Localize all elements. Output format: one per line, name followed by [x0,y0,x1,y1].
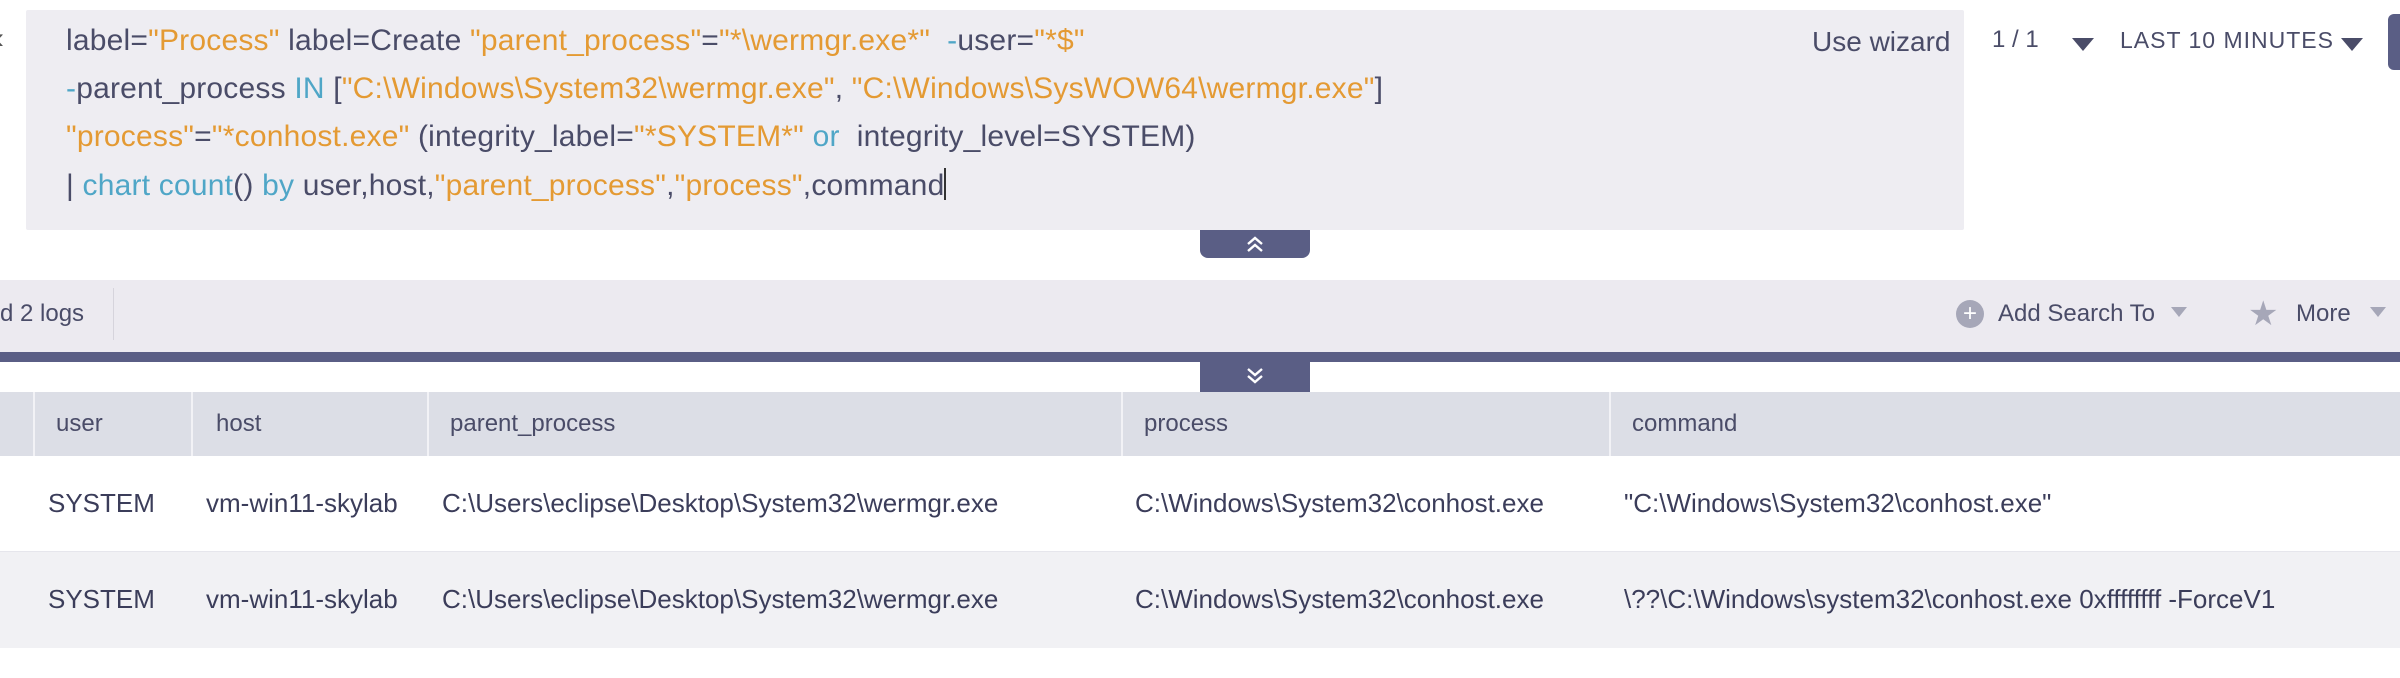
panel-splitter[interactable] [0,352,2400,362]
expand-results-button[interactable] [1200,360,1310,392]
cell-command: \??\C:\Windows\system32\conhost.exe 0xff… [1624,584,2276,614]
page-count: 1 / 1 [1992,26,2039,53]
collapse-query-button[interactable] [1200,230,1310,258]
query-token: [ [324,72,342,105]
query-token: = [701,24,720,57]
query-token: by [262,169,295,202]
column-header-command[interactable]: command [1632,410,1738,437]
toolbar-divider [113,288,114,340]
cell-process: C:\Windows\System32\conhost.exe [1135,584,1544,614]
more-dropdown-icon[interactable] [2370,307,2386,317]
query-line: | chart count() by user,host,"parent_pro… [66,168,947,203]
cell-parent-process: C:\Users\eclipse\Desktop\System32\wermgr… [442,584,999,614]
cell-user: SYSTEM [48,488,155,518]
column-separator[interactable] [191,392,193,456]
query-token: - [930,24,958,57]
query-token: "*SYSTEM*" [634,120,805,153]
table-row[interactable]: SYSTEM vm-win11-skylab C:\Users\eclipse\… [0,552,2400,648]
query-line: -parent_process IN ["C:\Windows\System32… [66,72,1383,106]
query-token: | [66,169,83,202]
chevron-left-icon[interactable]: ‹ [0,22,4,56]
query-token: chart count [82,169,234,202]
column-separator[interactable] [1609,392,1611,456]
query-token: label=Create [279,24,470,57]
cell-host: vm-win11-skylab [206,488,398,518]
page-dropdown-icon[interactable] [2072,38,2094,51]
query-token: = [194,120,212,153]
query-token: "*\wermgr.exe*" [719,24,931,57]
query-token: "parent_process" [470,24,702,57]
query-token: IN [294,72,325,105]
query-token: (integrity_label= [409,120,635,153]
query-token: "C:\Windows\System32\wermgr.exe" [341,72,835,105]
more-button[interactable]: More [2296,300,2351,327]
add-search-dropdown-icon[interactable] [2171,307,2187,317]
text-cursor [944,168,947,200]
time-range-dropdown-icon[interactable] [2341,38,2363,51]
query-token: parent_process [76,72,295,105]
chevron-double-down-icon [1247,368,1263,384]
cell-command: "C:\Windows\System32\conhost.exe" [1624,488,2052,518]
query-token: ] [1374,72,1384,105]
query-token: "process" [674,169,803,202]
cell-user: SYSTEM [48,584,155,614]
query-line: label="Process" label=Create "parent_pro… [66,24,1085,58]
cell-process: C:\Windows\System32\conhost.exe [1135,488,1544,518]
query-token: user= [957,24,1035,57]
plus-circle-icon[interactable]: + [1956,300,1984,328]
query-token: integrity_level=SYSTEM) [839,120,1196,153]
chevron-double-up-icon [1247,236,1263,252]
star-icon[interactable]: ★ [2248,295,2279,333]
cell-host: vm-win11-skylab [206,584,398,614]
query-token: "*$" [1034,24,1085,57]
query-token: , [834,72,852,105]
column-separator[interactable] [427,392,429,456]
query-token: "Process" [148,24,280,57]
query-token: () [233,169,263,202]
column-separator[interactable] [33,392,35,456]
column-header-user[interactable]: user [56,410,103,437]
table-header [0,392,2400,456]
row-divider [0,551,2400,552]
query-token: "*conhost.exe" [211,120,410,153]
add-search-to-button[interactable]: Add Search To [1998,300,2155,327]
results-toolbar [0,280,2400,352]
cell-parent-process: C:\Users\eclipse\Desktop\System32\wermgr… [442,488,999,518]
query-token: "process" [66,120,195,153]
query-line: "process"="*conhost.exe" (integrity_labe… [66,120,1196,154]
column-header-host[interactable]: host [216,410,262,437]
query-token: , [666,169,675,202]
query-token [804,120,813,153]
query-token: - [66,72,77,105]
column-header-process[interactable]: process [1144,410,1229,437]
query-token: "C:\Windows\SysWOW64\wermgr.exe" [851,72,1375,105]
side-panel-tab[interactable] [2388,14,2400,70]
query-token: or [812,120,840,153]
column-header-parent-process[interactable]: parent_process [450,410,616,437]
table-row[interactable]: SYSTEM vm-win11-skylab C:\Users\eclipse\… [0,456,2400,552]
use-wizard-link[interactable]: Use wizard [1812,26,1951,57]
query-token: "parent_process" [434,169,667,202]
query-token: user,host, [294,169,435,202]
time-range-selector[interactable]: LAST 10 MINUTES [2120,27,2334,53]
query-token: label= [66,24,149,57]
query-editor[interactable]: label="Process" label=Create "parent_pro… [26,10,1964,230]
logs-count: d 2 logs [0,300,85,327]
query-token: ,command [802,169,945,202]
column-separator[interactable] [1121,392,1123,456]
